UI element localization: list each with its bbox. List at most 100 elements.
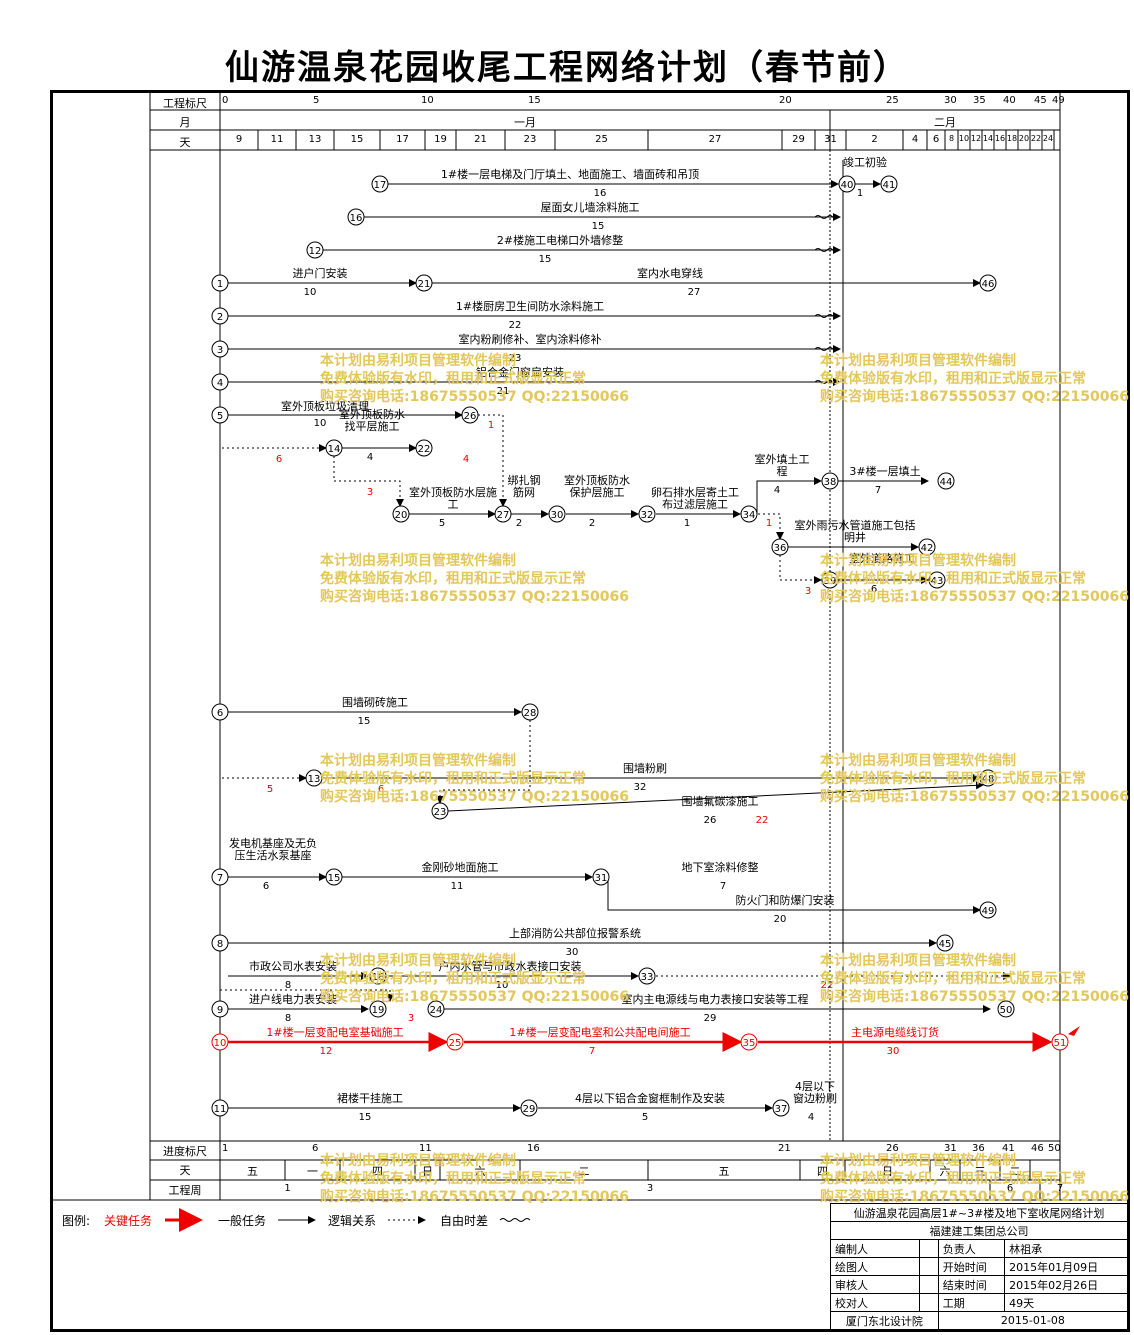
svg-text:4: 4	[217, 378, 223, 389]
week-cell: 1	[284, 1183, 291, 1194]
checked-by-label: 校对人	[830, 1293, 920, 1312]
float-value: 22	[820, 980, 834, 991]
task-name: 1#楼厨房卫生间防水涂料施工	[455, 300, 605, 313]
svg-text:38: 38	[824, 477, 837, 488]
month-jan: 一月	[514, 116, 536, 129]
task-name: 室外道路施工	[849, 552, 915, 565]
task-duration: 22	[508, 320, 522, 331]
progress-tick: 11	[419, 1143, 432, 1154]
task-duration: 26	[703, 815, 717, 826]
svg-text:2: 2	[217, 312, 223, 323]
task-name: 4层以下窗边粉刷	[793, 1080, 837, 1105]
svg-text:42: 42	[921, 543, 934, 554]
task-name: 室外顶板防水找平层施工	[339, 408, 405, 433]
day-cell: 17	[396, 134, 409, 145]
svg-text:18: 18	[372, 972, 385, 983]
task-duration: 29	[703, 1013, 717, 1024]
progress-tick: 26	[886, 1143, 899, 1154]
float-value: 6	[275, 454, 283, 465]
float-value: 1	[487, 420, 495, 431]
scale-label: 工程标尺	[163, 97, 207, 110]
day-cell: 15	[350, 134, 364, 145]
svg-text:16: 16	[350, 213, 363, 224]
svg-text:35: 35	[743, 1038, 756, 1049]
task-name: 市政公司水表安装	[249, 960, 337, 973]
svg-text:32: 32	[641, 510, 654, 521]
task-name: 1#楼一层变配电室基础施工	[266, 1026, 404, 1039]
task-duration: 15	[538, 254, 552, 265]
institute: 厦门东北设计院	[830, 1311, 939, 1330]
task-name: 1#楼一层变配电室和公共配电间施工	[509, 1026, 691, 1039]
weekday-cell: 日	[422, 1165, 433, 1178]
weekday-cell: 六	[474, 1165, 486, 1178]
weekday-cell: 五	[718, 1165, 730, 1178]
svg-text:17: 17	[374, 180, 387, 191]
task-duration: 6	[870, 584, 878, 595]
svg-text:13: 13	[308, 774, 321, 785]
footer-day-label: 天	[179, 1164, 191, 1177]
svg-text:8: 8	[217, 939, 223, 950]
scale-tick: 35	[973, 95, 986, 106]
svg-text:1: 1	[217, 279, 223, 290]
task-name: 围墙砌砖施工	[342, 696, 408, 709]
float-value: 3	[407, 1013, 415, 1024]
svg-text:22: 22	[418, 444, 431, 455]
float-value: 3	[366, 487, 374, 498]
day-cell: 21	[474, 134, 487, 145]
day-cell: 24	[1042, 134, 1054, 143]
start-label: 开始时间	[937, 1257, 1006, 1276]
task-duration: 11	[450, 881, 464, 892]
task-name: 1#楼一层电梯及门厅填土、地面施工、墙面砖和吊顶	[440, 168, 700, 181]
legend-label: 图例:	[62, 1214, 91, 1228]
float-value: 1	[765, 518, 773, 529]
task-duration: 32	[633, 782, 647, 793]
svg-text:43: 43	[931, 576, 944, 587]
day-cell: 12	[970, 134, 982, 143]
svg-text:40: 40	[841, 180, 854, 191]
task-duration: 4	[807, 1112, 815, 1123]
svg-text:6: 6	[217, 708, 223, 719]
svg-text:28: 28	[524, 708, 537, 719]
task-name: 围墙氟碳漆施工	[681, 795, 759, 808]
svg-text:48: 48	[982, 774, 995, 785]
float-value: 4	[462, 454, 470, 465]
week-label: 工程周	[168, 1184, 202, 1197]
svg-text:31: 31	[595, 873, 608, 884]
task-duration: 6	[262, 881, 270, 892]
progress-label: 进度标尺	[163, 1145, 207, 1158]
weekday-cell: 日	[882, 1165, 893, 1178]
task-name: 围墙粉刷	[623, 762, 667, 775]
svg-text:49: 49	[982, 906, 995, 917]
task-name: 室外顶板防水保护层施工	[564, 474, 630, 499]
svg-text:9: 9	[217, 1005, 223, 1016]
day-cell: 16	[994, 134, 1006, 143]
weekday-cell: 五	[247, 1165, 258, 1178]
svg-text:14: 14	[328, 444, 341, 455]
schedule-sheet	[50, 90, 1130, 1332]
scale-tick: 40	[1003, 95, 1016, 106]
task-name: 室外填土工程	[754, 453, 810, 478]
week-cell: 7	[1056, 1183, 1064, 1194]
weekday-cell: 一	[307, 1165, 318, 1178]
svg-text:25: 25	[449, 1038, 462, 1049]
svg-text:12: 12	[309, 246, 322, 257]
weekday-cell: 三	[974, 1165, 986, 1178]
svg-text:23: 23	[434, 807, 447, 818]
day-cell: 20	[1018, 134, 1030, 143]
task-duration: 10	[313, 418, 327, 429]
progress-tick: 46	[1031, 1143, 1044, 1154]
scale-tick: 49	[1052, 95, 1065, 106]
day-cell: 14	[982, 134, 994, 143]
weekday-cell: 四	[817, 1165, 828, 1178]
company-name: 福建建工集团总公司	[830, 1221, 1128, 1240]
task-name: 3#楼一层填土	[849, 465, 921, 478]
day-cell: 4	[911, 134, 919, 145]
progress-tick: 6	[312, 1143, 319, 1154]
day-cell: 13	[308, 134, 322, 145]
svg-text:19: 19	[372, 1005, 385, 1016]
day-cell: 18	[1006, 134, 1018, 143]
day-cell: 29	[792, 134, 805, 145]
svg-text:41: 41	[883, 180, 896, 191]
task-duration: 15	[591, 221, 605, 232]
task-name: 绑扎钢筋网	[507, 474, 541, 499]
